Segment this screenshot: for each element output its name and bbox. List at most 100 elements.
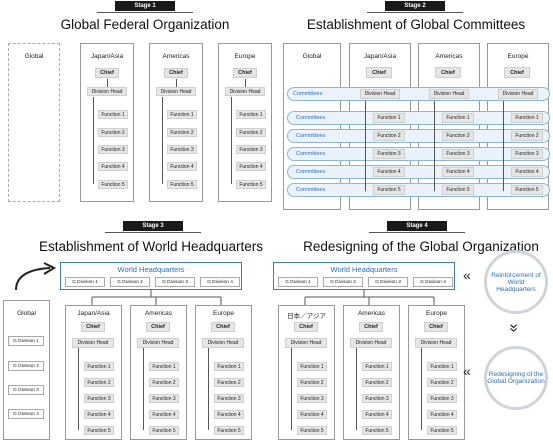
division-head-box: Division Head — [415, 338, 457, 348]
function-box: Function 2 — [442, 131, 474, 141]
connector — [434, 101, 435, 191]
g-division-box: G Division 4 — [413, 277, 453, 287]
stage2-region-column: Japan/Asia Chief — [349, 43, 411, 210]
chief-box: Chief — [211, 322, 235, 332]
connector — [291, 348, 292, 430]
function-box: Function 3 — [373, 149, 405, 159]
stage1-tag-underline — [97, 12, 193, 13]
g-division-box: G Division 3 — [8, 385, 44, 395]
function-box: Function 4 — [297, 410, 327, 419]
circle-label: Reinforcement of World Headquarters — [491, 271, 541, 293]
region-label: Japan/Asia — [90, 53, 124, 60]
function-box: Function 2 — [167, 128, 197, 137]
function-box: Function 5 — [98, 180, 128, 189]
committee-band: Committees — [287, 183, 550, 197]
stage3-region-column: Japan/Asia Chief Division Head Function … — [65, 305, 122, 440]
stage4-region-column: 日本／アジア Chief Division Head Function 1 Fu… — [278, 305, 335, 440]
division-head-box: Division Head — [87, 87, 127, 96]
g-division-box: G Division 2 — [8, 361, 44, 371]
chief-box: Chief — [164, 68, 188, 78]
function-box: Function 5 — [214, 426, 244, 435]
committee-band: Committees — [287, 147, 550, 161]
function-box: Function 3 — [236, 145, 266, 154]
function-box: Function 1 — [214, 362, 244, 371]
function-box: Function 2 — [236, 128, 266, 137]
connector — [503, 101, 504, 191]
function-box: Function 3 — [442, 149, 474, 159]
circle-label: Redesigning of the Global Organization — [487, 371, 545, 385]
function-box: Function 5 — [84, 426, 114, 435]
stage3-global-column: Global G Division 1 G Division 2 G Divis… — [3, 300, 50, 440]
division-head-box: Division Head — [285, 338, 327, 348]
stage4-region-column: Americas Chief Division Head Function 1 … — [343, 305, 400, 440]
arrow-head — [43, 262, 57, 275]
region-label: Europe — [213, 310, 234, 317]
g-division-box: G Division 1 — [278, 277, 318, 287]
chief-box: Chief — [504, 67, 530, 78]
function-box: Function 1 — [511, 113, 543, 123]
function-box: Function 5 — [236, 180, 266, 189]
function-box: Function 3 — [214, 394, 244, 403]
function-box: Function 3 — [84, 394, 114, 403]
function-box: Function 3 — [511, 149, 543, 159]
g-division-box: G Division 3 — [368, 277, 408, 287]
function-box: Function 4 — [236, 162, 266, 171]
chief-box: Chief — [81, 322, 105, 332]
function-box: Function 4 — [84, 410, 114, 419]
division-head-box: Division Head — [72, 338, 114, 348]
left-double-arrow-icon: « — [463, 363, 471, 379]
chief-box: Chief — [294, 322, 318, 332]
region-label: Americas — [357, 310, 386, 317]
reinforcement-circle: Reinforcement of World Headquarters — [484, 250, 548, 314]
global-label: Global — [17, 310, 36, 317]
stage1-tag: Stage 1 — [115, 1, 175, 11]
region-label: Japan/Asia — [363, 53, 397, 60]
function-box: Function 4 — [373, 167, 405, 177]
region-label: Europe — [507, 53, 529, 60]
function-box: Function 5 — [442, 185, 474, 195]
function-box: Function 1 — [442, 113, 474, 123]
connector — [421, 348, 422, 430]
function-box: Function 4 — [427, 410, 457, 419]
committee-band: Committees — [287, 87, 550, 101]
function-box: Function 4 — [98, 162, 128, 171]
division-head-box: Division Head — [350, 338, 392, 348]
connector — [208, 348, 209, 430]
g-division-box: G Division 4 — [200, 277, 240, 287]
region-label: Americas — [144, 310, 173, 317]
committee-label: Committees — [296, 115, 326, 121]
chief-box: Chief — [146, 322, 170, 332]
stage2-region-column: Americas Chief — [418, 43, 480, 210]
committee-label: Committees — [296, 187, 326, 193]
region-label: Europe — [234, 53, 256, 60]
stage3-tag: Stage 3 — [123, 221, 183, 231]
region-label: Japan/Asia — [77, 310, 110, 317]
stage4-tag-underline — [369, 232, 465, 233]
connector — [93, 97, 94, 184]
stage3-region-column: Americas Chief Division Head Function 1 … — [130, 305, 187, 440]
division-head-box: Division Head — [429, 89, 469, 99]
committee-label: Committees — [293, 91, 323, 97]
function-box: Function 1 — [373, 113, 405, 123]
chief-box: Chief — [95, 68, 119, 78]
function-box: Function 3 — [98, 145, 128, 154]
connector — [78, 348, 79, 430]
function-box: Function 1 — [236, 110, 266, 119]
stage2-tag: Stage 2 — [385, 1, 445, 11]
world-headquarters: World Headquarters G Division 1 G Divisi… — [60, 262, 242, 290]
stage1-title: Global Federal Organization — [60, 17, 230, 32]
stage1-global-column: Global — [8, 43, 60, 202]
function-box: Function 2 — [427, 378, 457, 387]
stage4-tag: Stage 4 — [387, 221, 447, 231]
world-headquarters: World Headquarters G Division 1 G Divisi… — [273, 262, 455, 290]
committee-label: Committees — [296, 133, 326, 139]
stage2-region-column: Europe Chief — [487, 43, 549, 210]
g-division-box: G Division 1 — [65, 277, 105, 287]
function-box: Function 4 — [442, 167, 474, 177]
stage2-tag-underline — [367, 12, 463, 13]
function-box: Function 2 — [297, 378, 327, 387]
function-box: Function 5 — [297, 426, 327, 435]
function-box: Function 2 — [84, 378, 114, 387]
